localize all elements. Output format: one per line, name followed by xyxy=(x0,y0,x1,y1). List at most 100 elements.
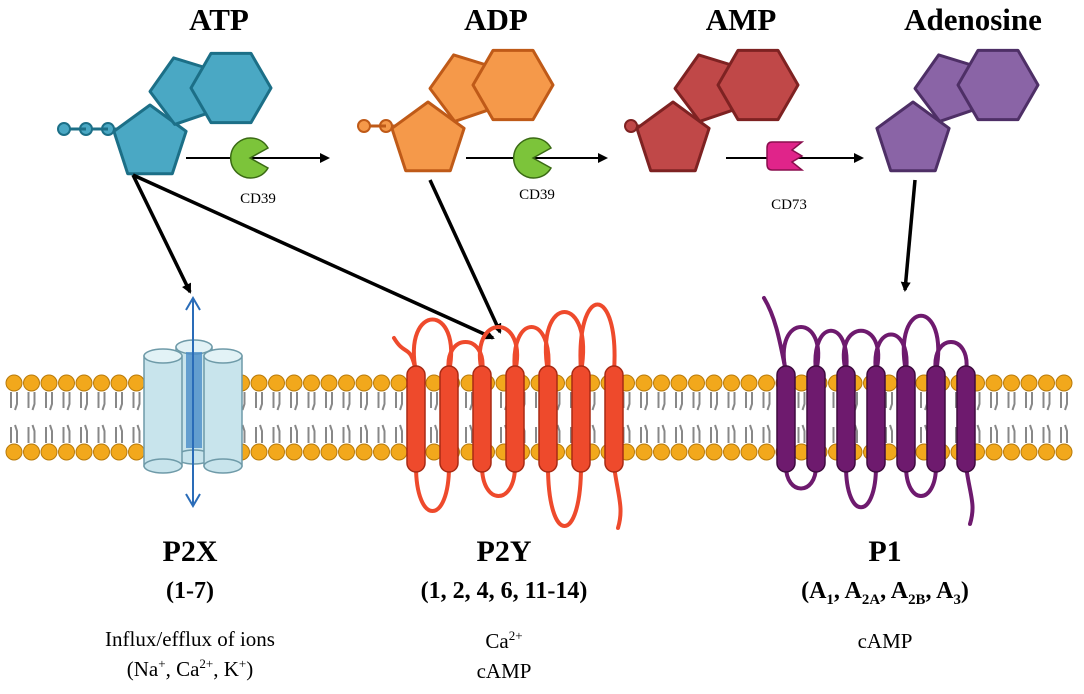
phosphate-group xyxy=(357,119,371,133)
lipid-head xyxy=(635,374,653,392)
lipid-tail xyxy=(990,392,998,411)
lipid-tail xyxy=(360,392,368,411)
phospholipid xyxy=(425,374,443,461)
phospholipid xyxy=(373,374,390,461)
receptor-loops xyxy=(392,302,623,530)
channel-subunit-right xyxy=(203,355,243,467)
lipid-head xyxy=(338,443,355,461)
lipid-tail xyxy=(797,424,806,443)
lipid-head xyxy=(75,443,93,461)
lipid-tail xyxy=(62,424,71,443)
channel-subunit-left-bottom xyxy=(143,458,183,474)
phospholipid xyxy=(653,374,670,461)
phospholipid xyxy=(5,374,23,461)
phospholipid xyxy=(23,374,40,461)
p2y-effect-camp: cAMP xyxy=(476,659,532,683)
lipid-head xyxy=(373,374,390,392)
lipid-head xyxy=(128,374,145,392)
lipid-tail xyxy=(745,392,753,411)
receptors xyxy=(143,296,976,530)
lipid-head xyxy=(58,374,75,392)
lipid-head xyxy=(1003,443,1020,461)
lipid-tail xyxy=(377,392,386,411)
lipid-tail xyxy=(430,392,438,411)
lipid-head xyxy=(40,443,58,461)
lipid-tail xyxy=(307,424,316,443)
amp-title: AMP xyxy=(705,2,777,37)
phospholipid xyxy=(320,374,338,461)
phospholipid xyxy=(40,374,58,461)
lipid-tail xyxy=(920,392,928,411)
lipid-head xyxy=(688,443,705,461)
lipid-head xyxy=(110,374,128,392)
binding-arrow xyxy=(132,173,495,340)
lipid-tail xyxy=(45,424,53,443)
lipid-head xyxy=(670,443,688,461)
p2y-receptor xyxy=(392,302,624,530)
cd73-enzyme xyxy=(766,141,805,171)
lipid-head xyxy=(723,443,740,461)
enzyme-shape xyxy=(766,141,805,171)
lipid-tail xyxy=(762,392,771,411)
extracellular-loop xyxy=(412,317,453,373)
lipid-head xyxy=(250,443,268,461)
p2y-effect-calcium: Ca2+ xyxy=(485,628,523,653)
atp-title: ATP xyxy=(189,2,249,37)
lipid-tail xyxy=(27,392,36,411)
lipid-tail xyxy=(115,424,123,443)
lipid-head xyxy=(285,443,303,461)
phospholipid xyxy=(390,374,408,461)
phospholipid xyxy=(688,374,705,461)
lipid-tail xyxy=(1025,424,1033,443)
phospholipid xyxy=(93,374,110,461)
p1-subtypes: (A1, A2A, A2B, A3) xyxy=(801,578,969,608)
lipid-head xyxy=(320,374,338,392)
lipid-tail xyxy=(377,424,386,443)
phospholipid xyxy=(268,374,285,461)
channel-subunit-left xyxy=(143,355,183,467)
lipid-head xyxy=(1020,443,1038,461)
lipid-tail xyxy=(675,392,683,411)
lipid-tail xyxy=(80,392,88,411)
extracellular-loop xyxy=(544,310,585,373)
purine-hexagon xyxy=(471,48,555,122)
cd73-label: CD73 xyxy=(771,197,807,213)
lipid-tail xyxy=(1007,392,1016,411)
phospholipid xyxy=(1038,374,1055,461)
transmembrane-helix xyxy=(806,365,826,473)
adenosine-title: Adenosine xyxy=(904,2,1042,37)
lipid-head xyxy=(1020,374,1038,392)
lipid-tail xyxy=(797,392,806,411)
atp-molecule xyxy=(57,51,273,176)
p2y-subtypes: (1, 2, 4, 6, 11-14) xyxy=(420,578,588,604)
transmembrane-helix xyxy=(439,365,459,473)
p2x-channel xyxy=(143,296,243,508)
lipid-tail xyxy=(325,424,333,443)
lipid-tail xyxy=(885,424,893,443)
lipid-tail xyxy=(342,424,351,443)
phospholipid xyxy=(303,374,320,461)
lipid-head xyxy=(5,374,23,392)
ribose-ring xyxy=(635,100,711,173)
transmembrane-helix xyxy=(896,365,916,473)
signaling-arrows xyxy=(131,137,917,340)
phospholipid xyxy=(75,374,93,461)
lipid-tail xyxy=(1060,392,1068,411)
binding-arrow xyxy=(900,179,917,292)
lipid-head xyxy=(670,374,688,392)
lipid-head xyxy=(723,374,740,392)
lipid-head xyxy=(250,374,268,392)
transmembrane-helix xyxy=(604,365,624,473)
extracellular-loop xyxy=(841,328,881,373)
lipid-tail xyxy=(80,424,88,443)
phospholipid xyxy=(635,374,653,461)
adp-molecule xyxy=(357,48,555,173)
lipid-tail xyxy=(710,392,718,411)
lipid-tail xyxy=(745,424,753,443)
cd39-enzyme xyxy=(230,137,270,179)
ion-flow-down-arrow xyxy=(185,493,201,508)
lipid-head xyxy=(1055,374,1073,392)
lipid-head xyxy=(5,443,23,461)
lipid-head xyxy=(653,374,670,392)
